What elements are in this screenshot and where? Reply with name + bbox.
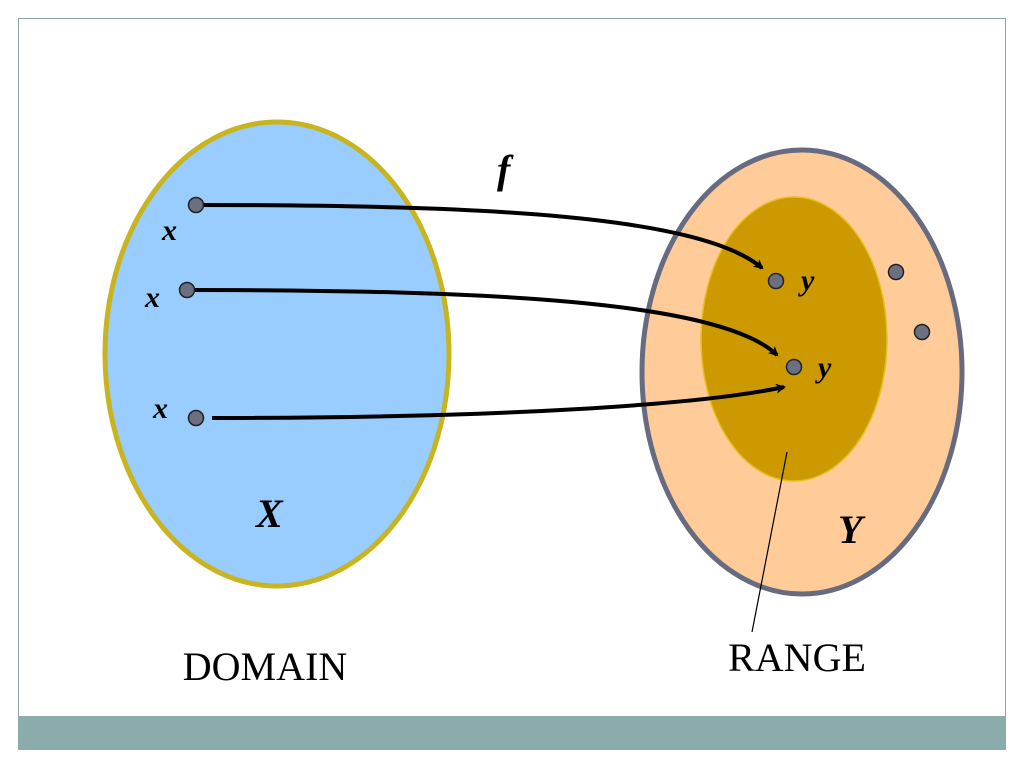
range-pointer-line bbox=[751, 451, 788, 633]
mapping-arrow-3 bbox=[211, 383, 786, 420]
range-caption: RANGE bbox=[728, 635, 866, 680]
domain-point bbox=[178, 281, 196, 299]
codomain-point bbox=[887, 263, 905, 281]
domain-set-label: X bbox=[254, 491, 284, 536]
range-point bbox=[767, 272, 785, 290]
domain-caption: DOMAIN bbox=[183, 644, 347, 689]
domain-point bbox=[187, 409, 205, 427]
function-label: f bbox=[497, 147, 514, 192]
range-point-label: y bbox=[815, 351, 832, 384]
codomain-set-label: Y bbox=[838, 507, 866, 552]
mapping-arrow-1 bbox=[195, 203, 764, 270]
domain-point-label: x bbox=[144, 281, 160, 314]
footer-bar bbox=[18, 716, 1006, 750]
range-point-label: y bbox=[798, 264, 815, 297]
domain-point-label: x bbox=[161, 214, 177, 247]
codomain-point bbox=[913, 323, 931, 341]
range-point bbox=[785, 358, 803, 376]
domain-point bbox=[187, 196, 205, 214]
mapping-arrow-2 bbox=[186, 288, 779, 357]
range-subset-ellipse bbox=[700, 196, 888, 482]
domain-point-label: x bbox=[152, 392, 168, 425]
domain-set-ellipse bbox=[102, 119, 452, 589]
